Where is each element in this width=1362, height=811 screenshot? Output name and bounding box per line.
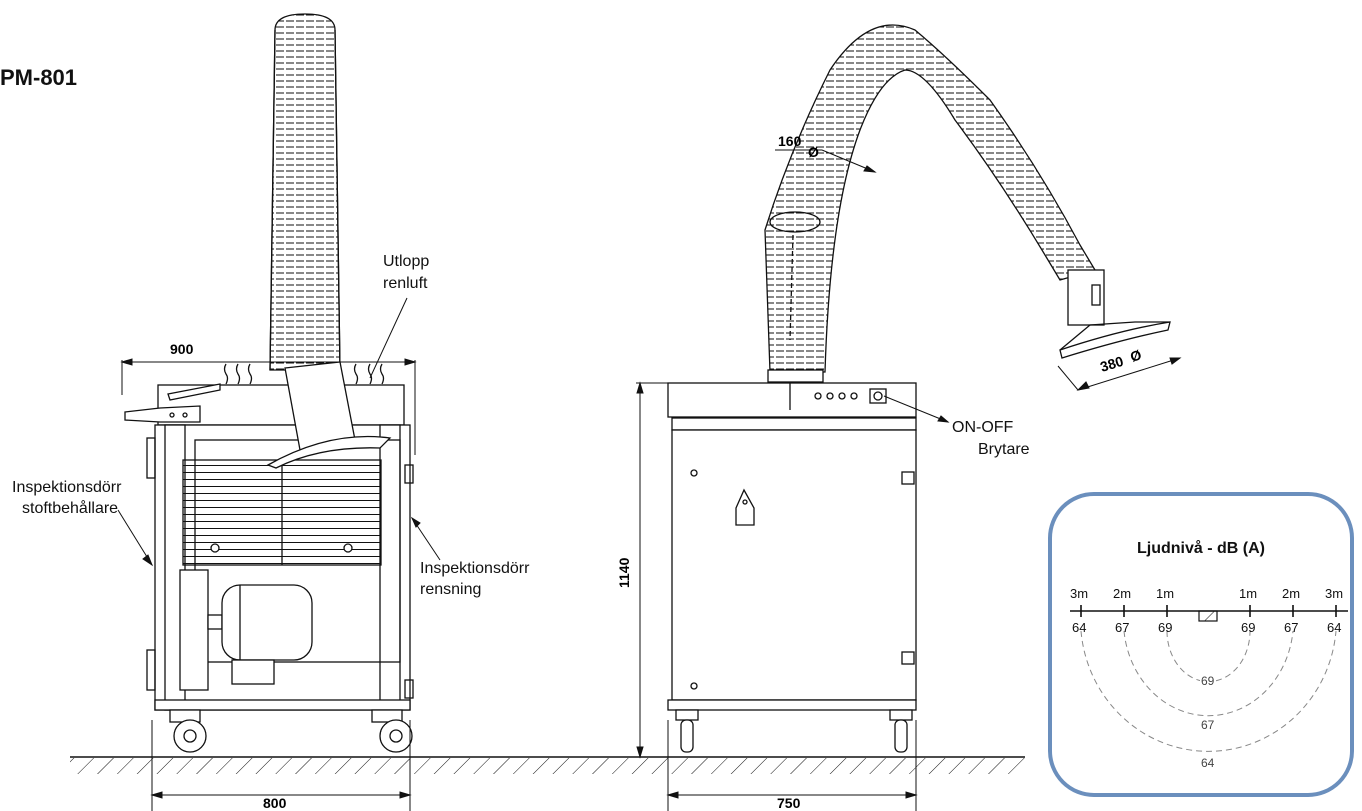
dimension-lines-front [636, 149, 1182, 811]
noise-value-right-2m: 67 [1284, 620, 1299, 635]
dim-width-front: 750 [777, 795, 801, 811]
dim-hood-diameter-symbol: Ø [1128, 346, 1143, 365]
dim-width-top: 900 [170, 341, 194, 357]
side-view [124, 13, 414, 753]
switch-label-line1: ON-OFF [952, 419, 1014, 436]
dim-hood-diameter: 380 [1098, 353, 1125, 375]
model-title: PM-801 [0, 65, 78, 90]
dim-hose-diameter: 160 [778, 133, 802, 149]
noise-arc-value-2m: 67 [1200, 718, 1216, 732]
noise-title: Ljudnivå - dB (A) [1137, 540, 1265, 557]
dim-width-side: 800 [263, 795, 287, 811]
dimension-lines-side [117, 297, 441, 811]
noise-distance-right-1m: 1m [1239, 586, 1258, 601]
dim-height: 1140 [616, 557, 632, 588]
noise-value-left-1m: 69 [1158, 620, 1173, 635]
noise-arc-value-3m: 64 [1200, 756, 1216, 770]
noise-value-left-2m: 67 [1115, 620, 1130, 635]
noise-distance-left-1m: 1m [1156, 586, 1175, 601]
door-right-label-line2: rensning [420, 581, 482, 598]
noise-distance-right-3m: 3m [1325, 586, 1344, 601]
noise-distance-right-2m: 2m [1282, 586, 1301, 601]
door-left-label-line1: Inspektionsdörr [12, 479, 122, 496]
noise-distance-left-3m: 3m [1070, 586, 1089, 601]
noise-value-left-3m: 64 [1072, 620, 1087, 635]
front-view [667, 24, 1171, 753]
dim-hose-diameter-symbol: Ø [808, 144, 819, 160]
door-right-label-line1: Inspektionsdörr [420, 560, 530, 577]
ground [70, 756, 1025, 774]
noise-value-right-3m: 64 [1327, 620, 1342, 635]
noise-diagram [1070, 605, 1348, 752]
switch-label-line2: Brytare [978, 441, 1030, 458]
noise-arc-value-1m: 69 [1200, 674, 1216, 688]
outlet-label-line1: Utlopp [383, 253, 430, 270]
noise-distance-left-2m: 2m [1113, 586, 1132, 601]
noise-value-right-1m: 69 [1241, 620, 1256, 635]
outlet-label-line2: renluft [383, 275, 428, 292]
door-left-label-line2: stoftbehållare [22, 500, 119, 517]
noise-level-panel: Ljudnivå - dB (A) 3m 2m 1m 1m 2m 3m 64 6… [1048, 492, 1354, 797]
